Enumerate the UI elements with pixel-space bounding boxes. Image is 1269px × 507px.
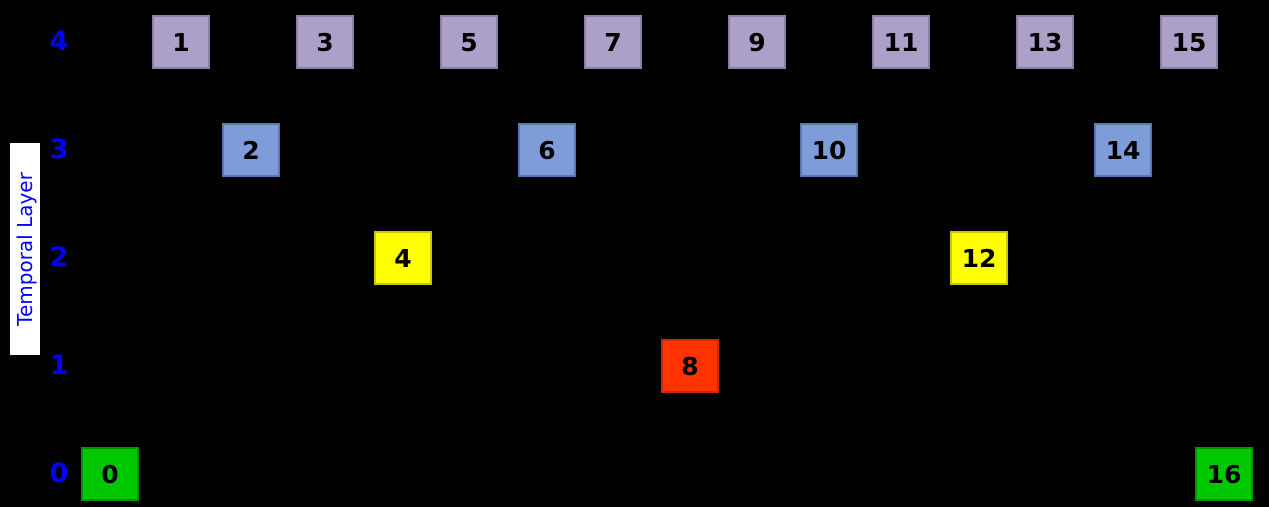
frame-number: 16 xyxy=(1206,459,1242,489)
y-axis-title: Temporal Layer xyxy=(13,172,38,326)
frame-box-15: 15 xyxy=(1160,15,1218,69)
frame-number: 6 xyxy=(538,135,556,165)
frame-number: 10 xyxy=(811,135,847,165)
y-axis-tick-4: 4 xyxy=(49,26,69,57)
y-axis-tick-2: 2 xyxy=(49,242,69,273)
frame-box-2: 2 xyxy=(222,123,280,177)
frame-number: 8 xyxy=(681,351,699,381)
frame-number: 9 xyxy=(748,27,766,57)
frame-box-0: 0 xyxy=(81,447,139,501)
frame-box-13: 13 xyxy=(1016,15,1074,69)
frame-number: 14 xyxy=(1105,135,1141,165)
frame-number: 7 xyxy=(604,27,622,57)
y-axis-tick-1: 1 xyxy=(49,350,69,381)
y-axis-tick-3: 3 xyxy=(49,134,69,165)
frame-number: 15 xyxy=(1171,27,1207,57)
frame-number: 2 xyxy=(242,135,260,165)
frame-number: 11 xyxy=(883,27,919,57)
frame-number: 3 xyxy=(316,27,334,57)
frame-box-12: 12 xyxy=(950,231,1008,285)
frame-box-3: 3 xyxy=(296,15,354,69)
y-axis-label-strip: Temporal Layer xyxy=(10,143,40,355)
frame-box-7: 7 xyxy=(584,15,642,69)
frame-number: 0 xyxy=(101,459,119,489)
frame-number: 5 xyxy=(460,27,478,57)
frame-number: 12 xyxy=(961,243,997,273)
frame-box-1: 1 xyxy=(152,15,210,69)
frame-box-8: 8 xyxy=(661,339,719,393)
frame-box-14: 14 xyxy=(1094,123,1152,177)
y-axis-tick-0: 0 xyxy=(49,458,69,489)
frame-box-5: 5 xyxy=(440,15,498,69)
frame-number: 4 xyxy=(394,243,412,273)
frame-box-9: 9 xyxy=(728,15,786,69)
frame-box-16: 16 xyxy=(1195,447,1253,501)
frame-box-6: 6 xyxy=(518,123,576,177)
frame-number: 13 xyxy=(1027,27,1063,57)
frame-number: 1 xyxy=(172,27,190,57)
frame-box-4: 4 xyxy=(374,231,432,285)
frame-box-10: 10 xyxy=(800,123,858,177)
frame-box-11: 11 xyxy=(872,15,930,69)
